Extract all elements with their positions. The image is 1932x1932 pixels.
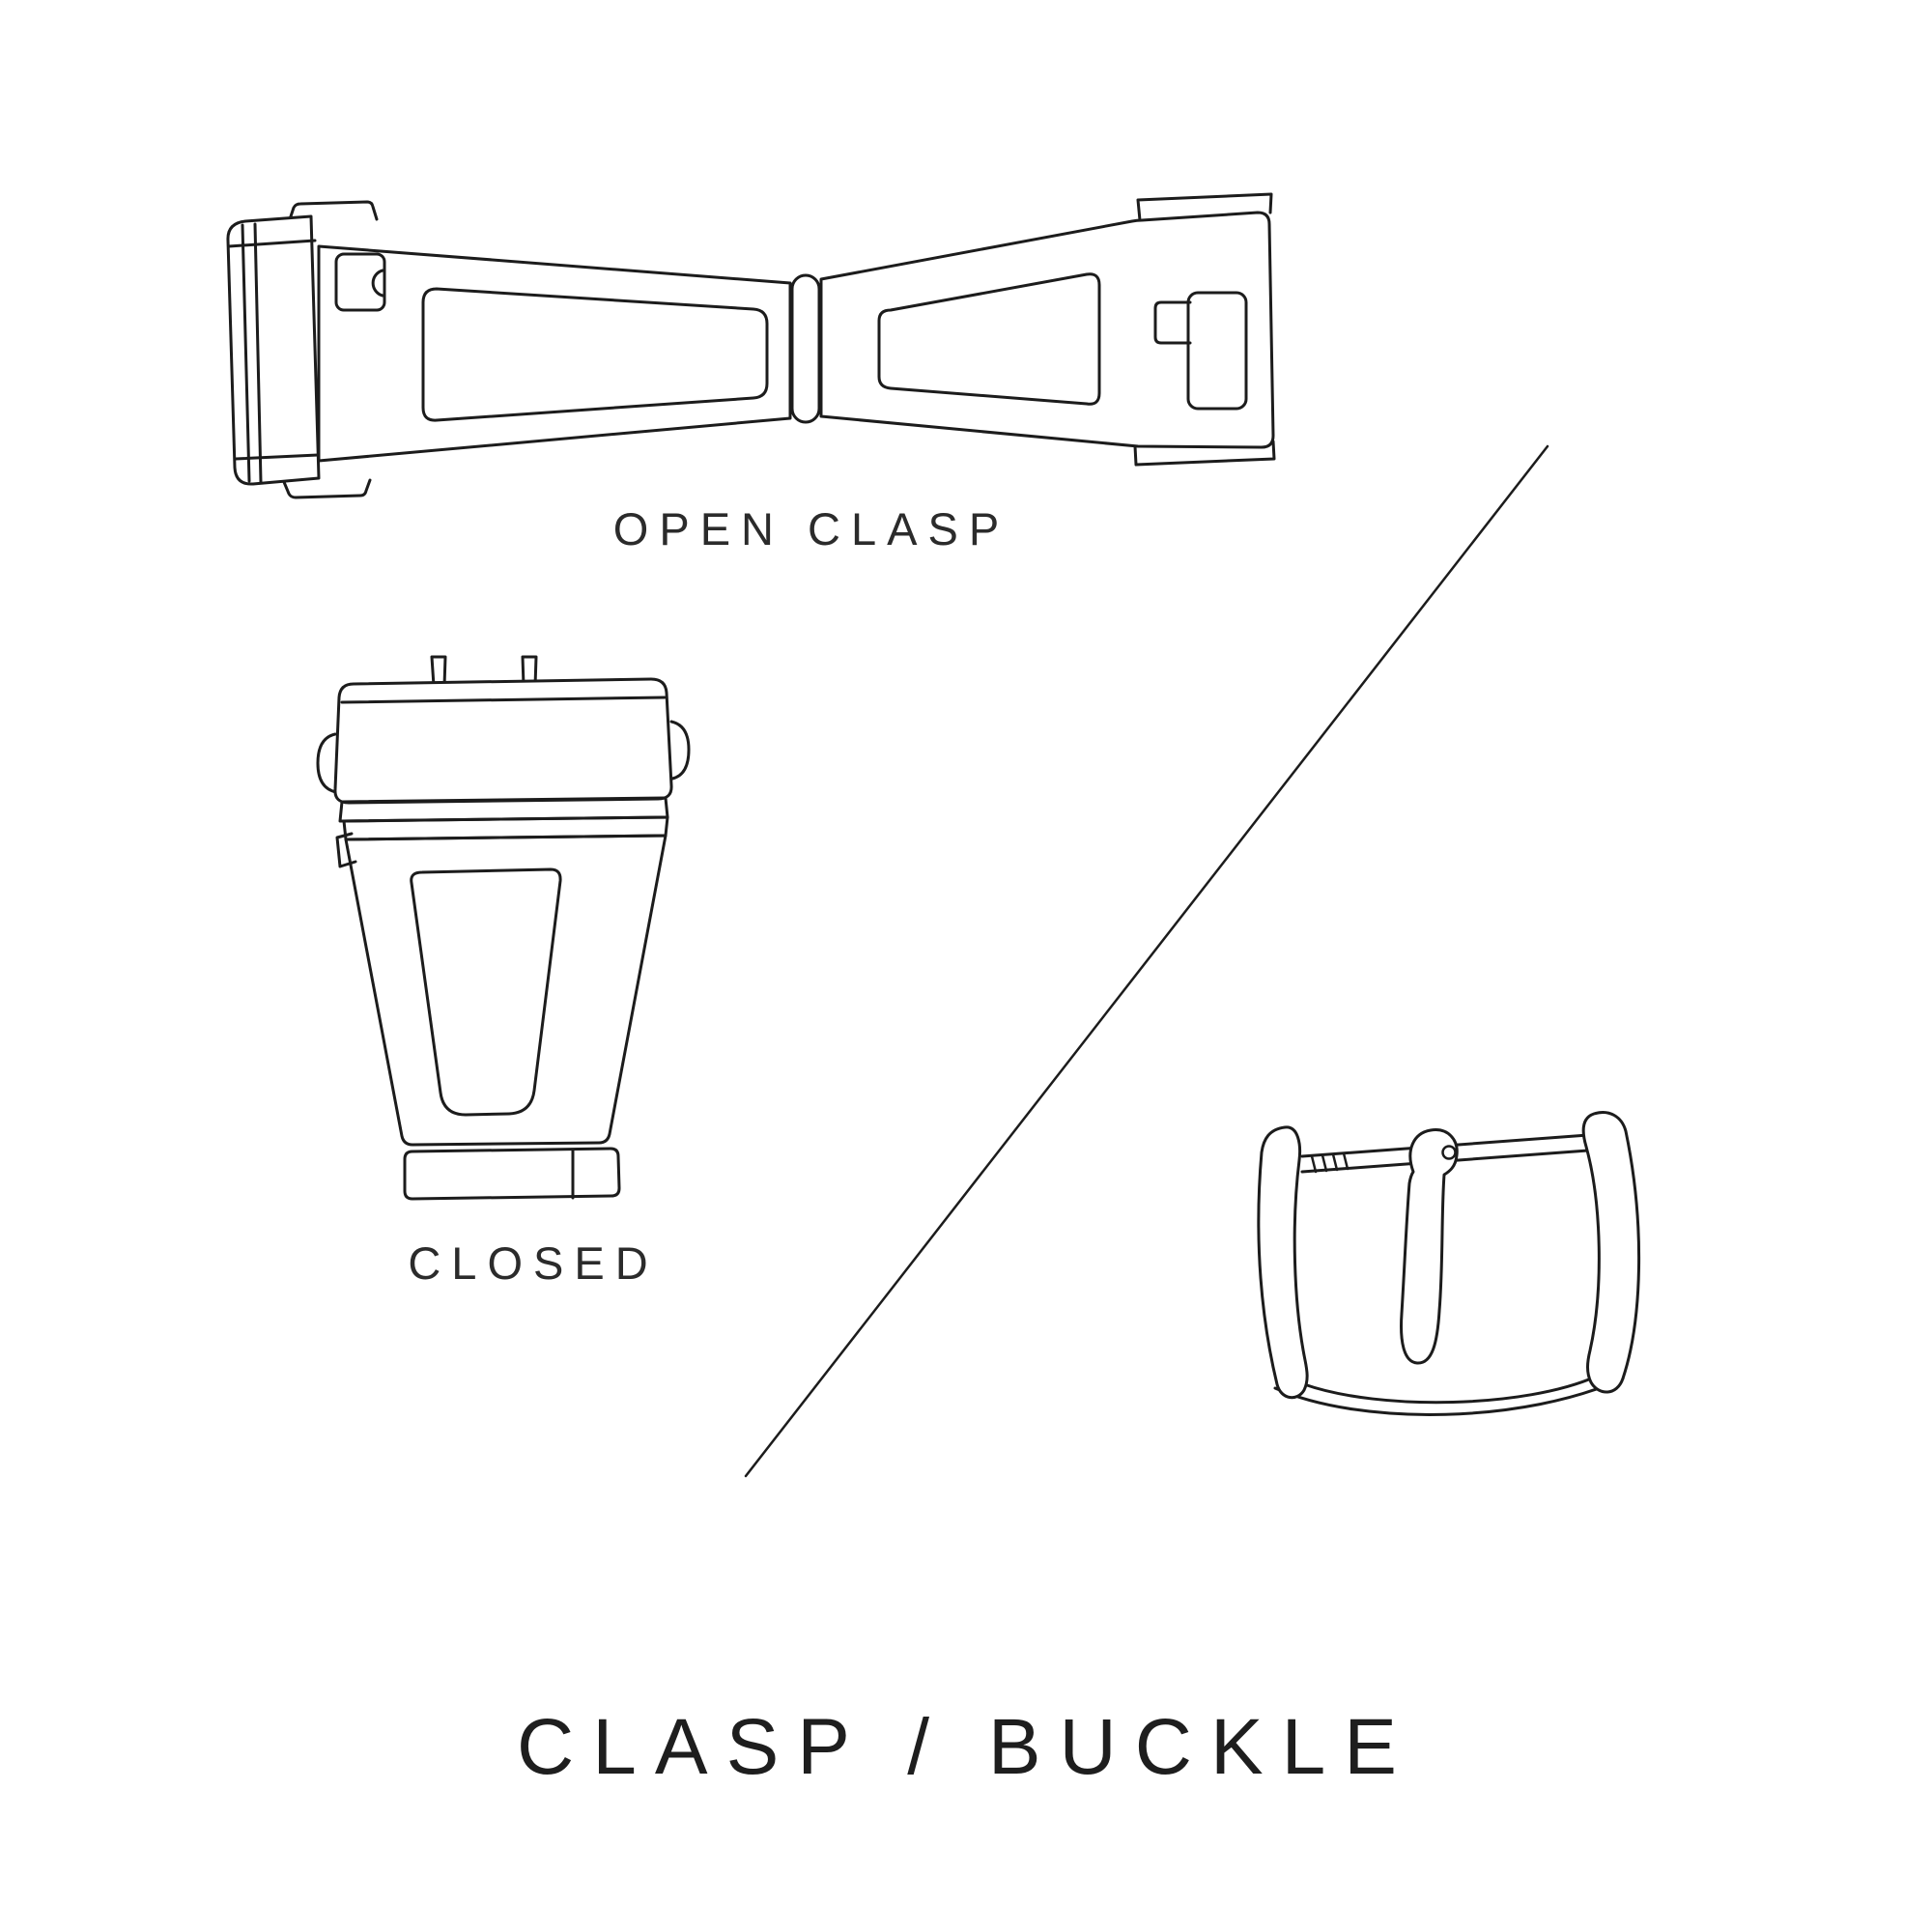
buckle-pin — [1400, 1128, 1459, 1365]
closed-clasp-label: CLOSED — [408, 1237, 659, 1289]
open-clasp-illustration — [226, 192, 1276, 499]
open-clasp-label: OPEN CLASP — [612, 503, 1010, 554]
open-clasp-hinge — [790, 273, 821, 424]
closed-clasp-cover — [316, 677, 691, 868]
buckle-frame — [1257, 1111, 1641, 1416]
closed-clasp-body — [344, 834, 668, 1201]
open-clasp-left-arm — [317, 244, 792, 463]
open-clasp-left-link — [226, 200, 379, 499]
diagonal-divider-line — [744, 444, 1549, 1478]
closed-clasp-illustration — [316, 655, 691, 1201]
tang-buckle-illustration — [1257, 1111, 1641, 1416]
page-title: CLASP / BUCKLE — [517, 1703, 1415, 1791]
open-clasp-right-arm — [819, 192, 1276, 467]
closed-clasp-prongs — [430, 655, 538, 688]
